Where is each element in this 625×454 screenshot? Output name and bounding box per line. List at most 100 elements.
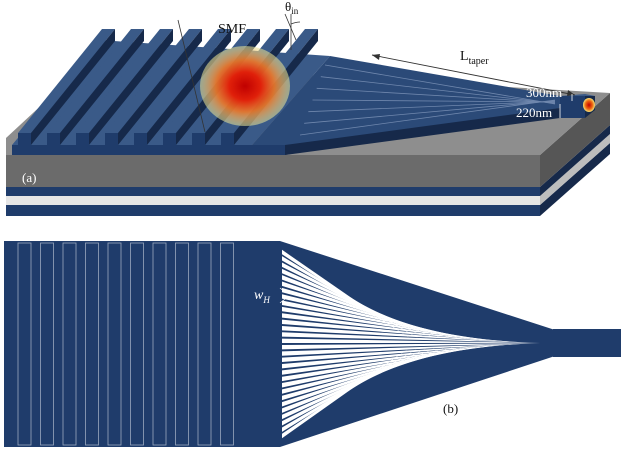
- grating-tooth-front: [134, 133, 147, 145]
- taper-finger-slot: [282, 306, 494, 342]
- taper-region-plan: [280, 241, 555, 447]
- taper-finger-slot: [282, 345, 485, 388]
- grating-tooth-front: [192, 133, 205, 145]
- taper-finger-slot: [282, 294, 476, 341]
- taper-finger-slot: [282, 343, 532, 356]
- taper-finger-slot: [282, 343, 522, 363]
- height-220nm-label: 220nm: [516, 105, 552, 120]
- theta-line-2: [284, 13, 297, 41]
- taper-finger-slot: [282, 281, 457, 341]
- theta-symbol: θ: [285, 0, 291, 14]
- smf-label: SMF: [218, 22, 246, 37]
- grating-slot-plan: [197, 242, 212, 446]
- taper-symbol: L: [460, 49, 469, 64]
- taper-finger-line-3d: [308, 100, 556, 113]
- taper-finger-slot: [282, 313, 504, 342]
- grating-slot-plan: [17, 242, 32, 446]
- taper-finger-slot: [282, 346, 457, 407]
- smf-beam-spot: [200, 46, 290, 126]
- wh-label: wH: [254, 288, 270, 305]
- theta-label: θin: [285, 0, 299, 16]
- taper-finger-slot: [282, 347, 410, 439]
- grating-slot-plan: [220, 242, 234, 446]
- grating-tooth-top: [18, 29, 115, 133]
- taper-finger-line-3d: [324, 64, 556, 105]
- wh-subscript: H: [262, 295, 270, 305]
- taper-finger-line-3d: [312, 99, 556, 103]
- grating-tooth-side: [147, 29, 231, 145]
- taper-finger-slot: [282, 262, 429, 340]
- taper-finger-slot: [282, 343, 541, 350]
- box-side: [540, 93, 610, 187]
- grating-slot-plan: [85, 242, 99, 446]
- grating-tooth-top: [105, 29, 202, 133]
- grating-tooth-front: [163, 133, 176, 145]
- grating-tooth-front: [105, 133, 118, 145]
- taper-finger-slot: [282, 332, 532, 343]
- output-waveguide-plan: [553, 329, 621, 357]
- grating-tooth-front: [18, 133, 31, 145]
- panel-a-label: (a): [22, 170, 36, 185]
- grating-tooth-top: [47, 29, 144, 133]
- taper-top: [252, 56, 560, 155]
- substrate-top-layer-front: [6, 187, 540, 196]
- oxide-layer-front: [6, 196, 540, 205]
- grating-slots-plan: [17, 242, 234, 446]
- taper-arrow-head-left: [372, 54, 380, 60]
- taper-finger-slot: [282, 344, 513, 369]
- output-mode-spot: [583, 98, 595, 112]
- taper-fingers-plan: [282, 249, 541, 439]
- taper-finger-slot: [282, 325, 522, 343]
- taper-finger-line-3d: [299, 99, 556, 136]
- substrate-top-layer-side: [540, 125, 610, 196]
- grating-tooth-side: [118, 29, 202, 145]
- taper-finger-line-3d: [304, 100, 556, 124]
- grating-slab-front: [12, 145, 252, 155]
- panel-a-3d-view: SMF θin Ltaper 300nm 220nm (a): [6, 0, 610, 216]
- output-waveguide-front: [560, 96, 585, 118]
- taper-length-arrow: [371, 54, 576, 96]
- wh-symbol: w: [254, 288, 264, 303]
- box-front: [6, 155, 540, 187]
- oxide-layer-side: [540, 134, 610, 205]
- grating-slot-plan: [107, 242, 122, 446]
- taper-arrow-head-right: [567, 90, 575, 96]
- grating-tooth-front: [221, 133, 234, 145]
- substrate-bottom-front: [6, 205, 540, 216]
- taper-side-face: [285, 108, 560, 155]
- grating-tooth-side: [89, 29, 173, 145]
- taper-finger-slot: [282, 319, 513, 342]
- wh-arrow-top: [279, 287, 286, 293]
- grating-tooth-front: [47, 133, 60, 145]
- taper-finger-slot: [282, 347, 429, 426]
- fiber-axis-line: [177, 19, 206, 133]
- taper-finger-slot: [282, 287, 466, 341]
- grating-tooth-side: [31, 29, 115, 145]
- grating-region-plan: [4, 241, 280, 447]
- theta-subscript: in: [291, 6, 299, 16]
- width-300nm-label: 300nm: [526, 85, 562, 100]
- theta-arc: [290, 21, 301, 25]
- taper-finger-slot: [282, 256, 420, 339]
- grating-tooth-front: [76, 133, 89, 145]
- panel-b-label: (b): [443, 401, 458, 416]
- grating-slot-plan: [152, 242, 167, 446]
- taper-front: [252, 145, 285, 155]
- substrate-bottom-side: [540, 143, 610, 216]
- grating-slot-plan: [62, 242, 77, 446]
- grating-slot-plan: [40, 242, 54, 446]
- taper-finger-line-3d: [320, 76, 556, 104]
- grating-tooth-side: [60, 29, 144, 145]
- taper-fingers-3d: [299, 64, 556, 136]
- grating-slot-plan: [130, 242, 144, 446]
- taper-length-label: Ltaper: [460, 49, 489, 67]
- taper-finger-line-3d: [316, 87, 556, 104]
- grating-tooth-top: [134, 29, 231, 133]
- grating-slot-plan: [175, 242, 189, 446]
- taper-finger-slot: [282, 300, 485, 341]
- panel-b-plan-view: wH (b): [4, 241, 621, 447]
- taper-finger-slot: [282, 275, 448, 340]
- taper-subscript: taper: [469, 56, 490, 67]
- grating-tooth-top: [76, 29, 173, 133]
